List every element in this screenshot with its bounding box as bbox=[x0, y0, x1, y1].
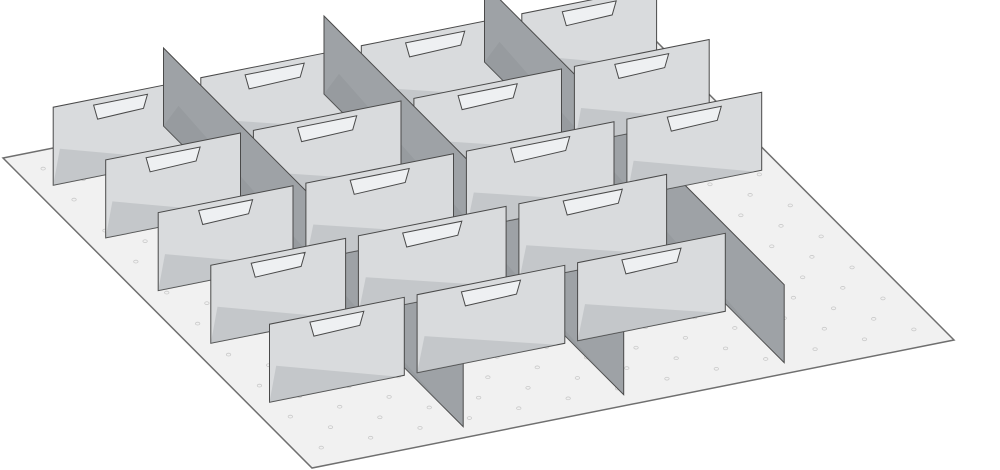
hole bbox=[787, 203, 793, 208]
label-holder bbox=[92, 93, 149, 120]
hole bbox=[722, 346, 729, 351]
hole bbox=[747, 193, 753, 197]
hole bbox=[164, 290, 170, 295]
hole bbox=[485, 375, 491, 379]
divider-shade bbox=[269, 365, 405, 403]
hole bbox=[732, 326, 738, 330]
hole bbox=[466, 416, 472, 420]
hole bbox=[195, 321, 201, 326]
hole bbox=[778, 224, 784, 228]
hole bbox=[287, 414, 293, 419]
hole bbox=[713, 367, 719, 371]
hole bbox=[756, 172, 762, 177]
hole bbox=[516, 406, 522, 410]
long-divider bbox=[416, 264, 566, 374]
hole bbox=[204, 301, 210, 305]
hole bbox=[327, 425, 334, 429]
hole bbox=[707, 182, 713, 187]
hole bbox=[812, 347, 818, 351]
hole bbox=[565, 396, 571, 401]
label-holder bbox=[349, 167, 410, 195]
label-holder bbox=[404, 30, 466, 58]
hole bbox=[624, 366, 630, 370]
label-holder bbox=[614, 52, 670, 79]
label-holder bbox=[309, 310, 365, 337]
hole bbox=[71, 197, 77, 202]
label-holder bbox=[561, 0, 617, 27]
divider-shade bbox=[417, 336, 565, 373]
hole bbox=[818, 234, 824, 239]
long-divider bbox=[269, 296, 405, 403]
hole bbox=[861, 337, 868, 342]
label-holder bbox=[457, 83, 518, 111]
divider-face bbox=[626, 91, 763, 198]
divider-panels bbox=[52, 0, 785, 428]
hole bbox=[337, 404, 343, 409]
long-divider bbox=[577, 232, 726, 342]
hole bbox=[800, 275, 806, 280]
hole bbox=[769, 244, 775, 249]
hole bbox=[633, 345, 639, 350]
hole bbox=[574, 376, 581, 380]
hole bbox=[525, 385, 531, 390]
label-holder bbox=[562, 188, 624, 216]
hole bbox=[664, 376, 670, 381]
hole bbox=[368, 435, 374, 440]
label-holder bbox=[510, 135, 571, 163]
hole bbox=[225, 352, 232, 357]
hole bbox=[738, 213, 744, 218]
hole bbox=[426, 405, 432, 410]
hole bbox=[318, 445, 324, 450]
hole bbox=[871, 317, 877, 321]
hole bbox=[40, 166, 46, 171]
divider-face bbox=[269, 296, 405, 403]
label-holder bbox=[460, 279, 522, 307]
hole bbox=[133, 259, 139, 264]
hole bbox=[821, 326, 827, 331]
hole bbox=[830, 306, 837, 311]
label-holder bbox=[621, 247, 682, 275]
hole bbox=[673, 356, 679, 361]
hole bbox=[880, 296, 886, 301]
label-holder bbox=[296, 115, 358, 143]
label-holder bbox=[250, 251, 306, 278]
hole bbox=[809, 255, 815, 259]
hole bbox=[377, 415, 383, 420]
label-holder bbox=[666, 105, 723, 132]
divider-shade bbox=[577, 304, 726, 341]
hole bbox=[849, 265, 855, 270]
hole bbox=[386, 395, 392, 399]
hole bbox=[142, 239, 148, 243]
hole bbox=[682, 336, 689, 340]
hole bbox=[256, 383, 263, 388]
label-holder bbox=[145, 146, 201, 173]
hole bbox=[476, 395, 482, 400]
label-holder bbox=[198, 199, 254, 226]
hole bbox=[763, 357, 769, 361]
hole bbox=[790, 295, 797, 300]
divider-face bbox=[416, 264, 566, 374]
hole bbox=[534, 365, 540, 370]
label-holder bbox=[402, 220, 463, 248]
label-holder bbox=[244, 62, 305, 90]
divider-face bbox=[577, 232, 726, 342]
hole bbox=[417, 426, 423, 430]
hole bbox=[911, 327, 917, 332]
hole bbox=[840, 286, 846, 290]
